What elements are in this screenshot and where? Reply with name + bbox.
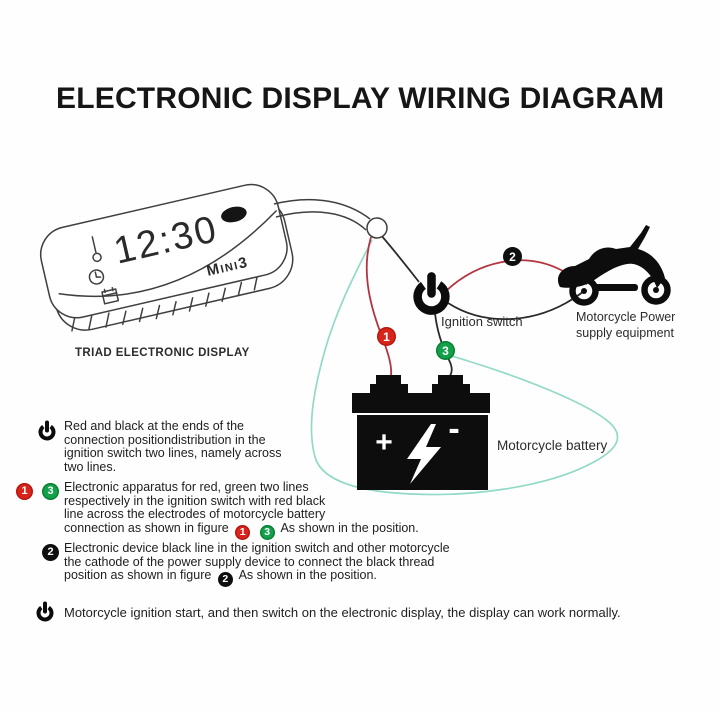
green-wire-loop bbox=[310, 239, 619, 496]
display-cable bbox=[273, 198, 388, 239]
inline-badge-2-black: 2 bbox=[217, 571, 233, 587]
annotation-line-with-badges: position as shown in figure 2 As shown i… bbox=[64, 568, 450, 587]
annotation-line: Red and black at the ends of the bbox=[64, 419, 244, 433]
margin-badge-1-red: 1 bbox=[16, 483, 33, 500]
annotation-line: Electronic apparatus for red, green two … bbox=[64, 480, 309, 494]
battery-icon: + - bbox=[352, 375, 490, 490]
annotation-line: line across the electrodes of motorcycle… bbox=[64, 507, 326, 522]
calendar-icon bbox=[101, 286, 120, 305]
battery-label: Motorcycle battery bbox=[497, 438, 608, 453]
annotation-figure-text: position as shown in figure bbox=[64, 568, 212, 583]
ignition-switch-power-icon bbox=[412, 276, 451, 316]
annotation-line: Motorcycle ignition start, and then swit… bbox=[64, 605, 621, 620]
black-wire-battery bbox=[434, 312, 453, 377]
annotation-ignition-start: Motorcycle ignition start, and then swit… bbox=[64, 606, 621, 620]
power-supply-label: Motorcycle Power supply equipment bbox=[576, 310, 675, 341]
power-icon bbox=[36, 420, 58, 442]
annotation-line: the cathode of the power supply device t… bbox=[64, 554, 435, 569]
black-wire-motorcycle bbox=[447, 290, 585, 321]
battery-plus-sign: + bbox=[375, 426, 393, 459]
margin-badge-2-black: 2 bbox=[42, 544, 59, 561]
annotation-position-text: As shown in the position. bbox=[280, 520, 419, 535]
black-wire-connector-switch bbox=[379, 233, 420, 283]
annotation-black-line: Electronic device black line in the igni… bbox=[64, 541, 450, 587]
lightning-bolt-icon bbox=[407, 424, 441, 484]
power-icon bbox=[34, 601, 56, 623]
red-wire-battery bbox=[365, 236, 393, 377]
inline-badge-3-green: 3 bbox=[259, 524, 275, 540]
cable-connector-icon bbox=[366, 217, 388, 239]
annotation-line: Electronic device black line in the igni… bbox=[64, 541, 450, 555]
wire-badge-3-green: 3 bbox=[436, 341, 455, 360]
ignition-switch-label: Ignition switch bbox=[441, 314, 523, 329]
device-edge-hatching bbox=[71, 275, 259, 332]
device-caption: TRIAD ELECTRONIC DISPLAY bbox=[75, 347, 250, 359]
annotation-line: respectively in the ignition switch with… bbox=[64, 493, 326, 508]
thermometer-icon bbox=[91, 236, 102, 263]
power-supply-label-line1: Motorcycle Power bbox=[576, 310, 676, 324]
battery-minus-sign: - bbox=[448, 410, 459, 448]
power-supply-label-line2: supply equipment bbox=[576, 325, 674, 340]
margin-badge-3-green: 3 bbox=[42, 483, 59, 500]
annotation-line: ignition switch two lines, namely across bbox=[64, 446, 282, 461]
annotation-figure-text: connection as shown in figure bbox=[64, 520, 229, 535]
clock-icon bbox=[88, 269, 105, 285]
annotation-red-green-lines: Electronic apparatus for red, green two … bbox=[64, 480, 419, 540]
page-title: ELECTRONIC DISPLAY WIRING DIAGRAM bbox=[56, 82, 665, 115]
electronic-display-device: 12:30 Mini3 bbox=[39, 183, 294, 332]
annotation-ignition-wires: Red and black at the ends of the connect… bbox=[64, 419, 282, 474]
wire-badge-2-black: 2 bbox=[503, 247, 522, 266]
annotation-line: connection positiondistribution in the bbox=[64, 432, 266, 447]
annotation-line-with-badges: connection as shown in figure 1 3 As sho… bbox=[64, 520, 419, 540]
annotation-line: two lines. bbox=[64, 459, 117, 474]
display-button-dot bbox=[221, 206, 247, 223]
inline-badge-1-red: 1 bbox=[235, 524, 251, 540]
wire-badge-1-red: 1 bbox=[377, 327, 396, 346]
annotation-position-text: As shown in the position. bbox=[238, 568, 377, 583]
motorcycle-icon bbox=[557, 225, 671, 306]
